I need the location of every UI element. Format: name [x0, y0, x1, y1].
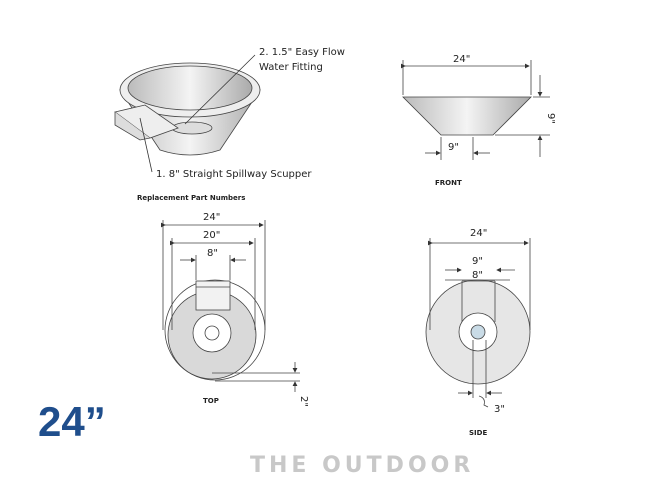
fitting-callout-line1: 2. 1.5" Easy Flow [259, 47, 345, 58]
side-outer-label: 24" [470, 228, 487, 239]
side-view-label: SIDE [469, 429, 487, 437]
scupper-callout: 1. 8" Straight Spillway Scupper [156, 169, 312, 180]
front-base-label: 9" [448, 142, 459, 153]
size-label: 24” [38, 398, 106, 445]
isometric-bowl [114, 54, 261, 173]
top-view [161, 220, 300, 392]
front-width-label: 24" [453, 54, 470, 65]
side-view [425, 238, 531, 408]
front-view-label: FRONT [435, 179, 462, 187]
fitting-callout-line2: Water Fitting [259, 62, 323, 73]
top-view-label: TOP [203, 397, 219, 405]
replacement-heading: Replacement Part Numbers [137, 194, 245, 202]
watermark-logo: THE OUTDOOR [250, 453, 474, 478]
front-view [401, 60, 550, 160]
top-scupper-label: 8" [207, 248, 218, 259]
top-outer-label: 24" [203, 212, 220, 223]
front-height-label: 9" [545, 113, 556, 124]
side-scupper-inner-label: 8" [472, 270, 483, 281]
side-scupper-outer-label: 9" [472, 256, 483, 267]
top-inner-label: 20" [203, 230, 220, 241]
top-lip-label: 2" [298, 396, 309, 407]
side-fitting-label: 3" [494, 404, 505, 415]
